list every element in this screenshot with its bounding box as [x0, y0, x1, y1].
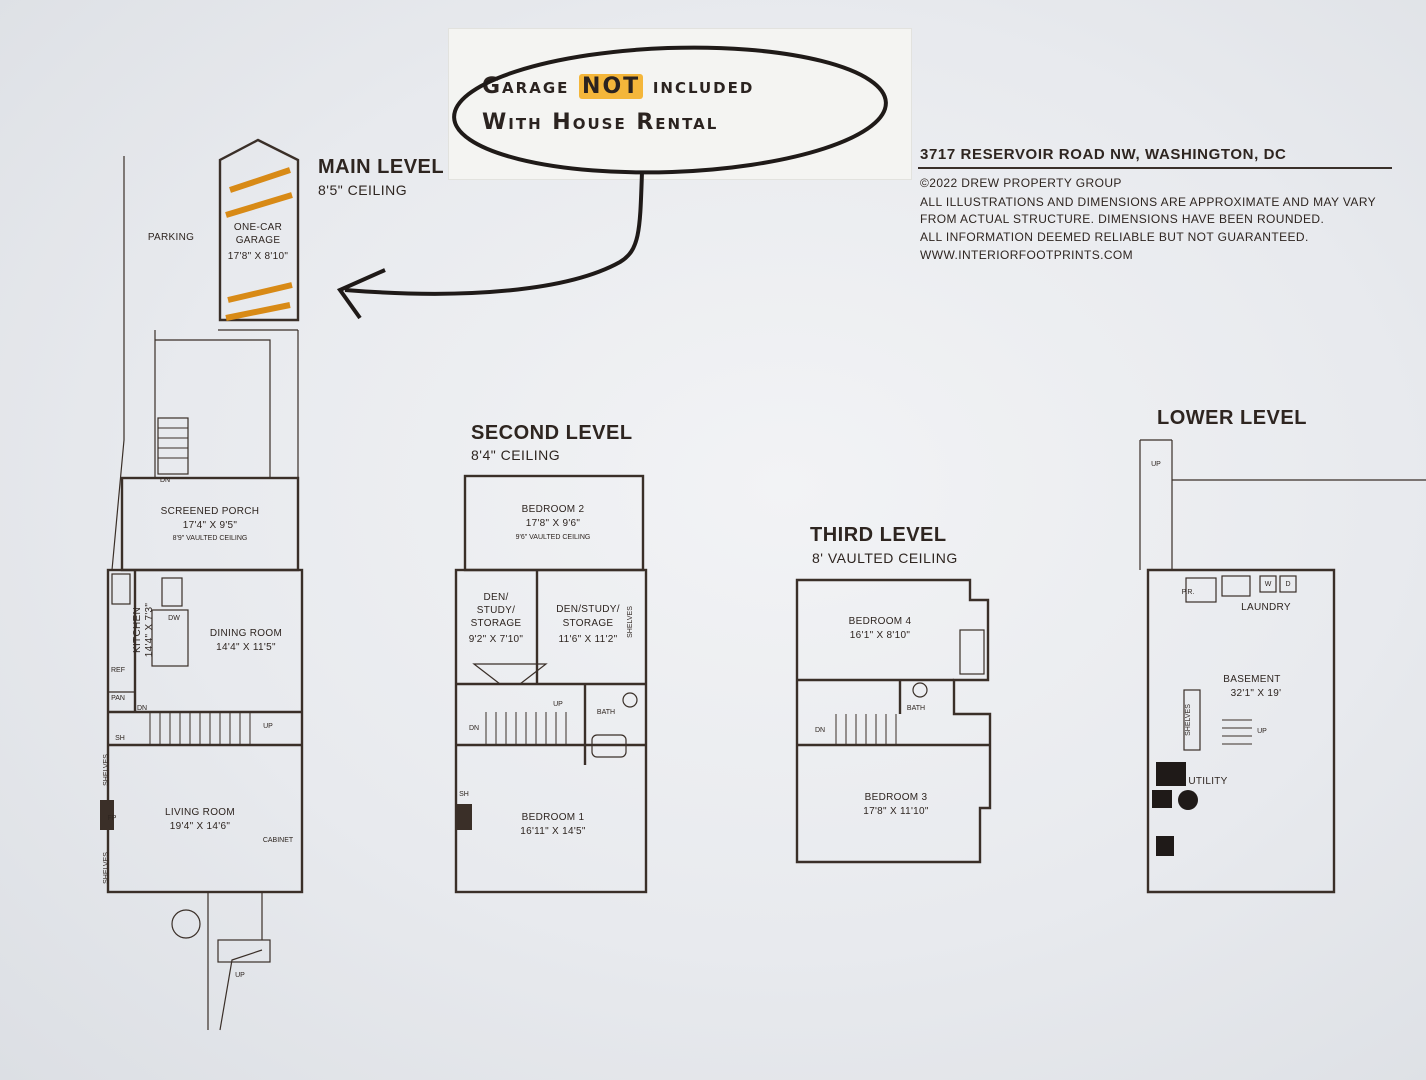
dryer-tag: D	[1285, 581, 1290, 588]
bed4-label: BEDROOM 4	[849, 616, 912, 627]
callout-not-word: NOT	[579, 74, 644, 99]
walk-up-tag: UP	[235, 972, 245, 979]
pr-tag: P.R.	[1182, 589, 1195, 596]
callout-arrowhead	[336, 268, 386, 320]
den2-label-2: STORAGE	[563, 618, 614, 629]
den1-label-3: STORAGE	[471, 618, 522, 629]
second-stair-dn: DN	[469, 725, 479, 732]
porch-stair-dn: DN	[160, 477, 170, 484]
property-address: 3717 RESERVOIR ROAD NW, WASHINGTON, DC	[920, 146, 1287, 163]
callout-line-1: Garage NOT included	[482, 74, 754, 99]
ref-tag: REF	[111, 667, 125, 674]
porch-ceiling: 8'9" VAULTED CEILING	[173, 535, 248, 542]
disclaimer-line-3: ALL INFORMATION DEEMED RELIABLE BUT NOT …	[920, 230, 1309, 244]
copyright-text: ©2022 DREW PROPERTY GROUP	[920, 176, 1122, 190]
bed1-dim: 16'11" X 14'5"	[520, 826, 586, 837]
bed1-label: BEDROOM 1	[522, 812, 585, 823]
main-house-outline	[106, 568, 304, 894]
den1-label-2: STUDY/	[477, 605, 515, 616]
lower-level-plan: UP P.R. W D LAUNDRY BASEMENT 32'1" X 19'…	[1139, 439, 1426, 894]
living-label: LIVING ROOM	[165, 807, 235, 818]
second-shelves-tag: SHELVES	[627, 606, 634, 638]
pan-tag: PAN	[111, 695, 125, 702]
garage-dim: 17'8" X 8'10"	[228, 251, 289, 262]
garage-label-1: ONE-CAR	[234, 222, 282, 233]
callout-line-1-post: included	[643, 74, 755, 99]
bed4-dim: 16'1" X 8'10"	[850, 630, 911, 641]
callout-line-2: With House Rental	[482, 110, 719, 135]
basement-label: BASEMENT	[1223, 674, 1280, 685]
den1-label-1: DEN/	[483, 592, 508, 603]
bed3-label: BEDROOM 3	[865, 792, 928, 803]
dw-tag: DW	[168, 615, 180, 622]
dining-label: DINING ROOM	[210, 628, 282, 639]
den2-label-1: DEN/STUDY/	[556, 604, 620, 615]
den1-dim: 9'2" X 7'10"	[469, 634, 524, 645]
bed2-ceiling: 9'6" VAULTED CEILING	[516, 534, 591, 541]
third-level-title: THIRD LEVEL	[810, 524, 947, 546]
laundry-label: LAUNDRY	[1241, 602, 1291, 613]
lower-stair-up: UP	[1257, 728, 1267, 735]
washer-tag: W	[1265, 581, 1272, 588]
second-level-plan: BEDROOM 2 17'8" X 9'6" 9'6" VAULTED CEIL…	[454, 474, 648, 894]
fp-tag: FP	[108, 815, 117, 822]
lower-shelves-tag: SHELVES	[1185, 704, 1192, 736]
bed2-label: BEDROOM 2	[522, 504, 585, 515]
garage-outline	[218, 138, 300, 322]
cabinet-tag: CABINET	[263, 837, 294, 844]
second-level-title: SECOND LEVEL	[471, 422, 633, 444]
callout-oval	[452, 45, 888, 175]
garage-scribbles	[225, 167, 293, 321]
bed2-dim: 17'8" X 9'6"	[526, 518, 581, 529]
callout-card	[448, 28, 912, 180]
main-sh-tag: SH	[115, 735, 125, 742]
main-level-ceiling: 8'5" CEILING	[318, 182, 408, 198]
kitchen-label: KITCHEN	[132, 607, 143, 653]
disclaimer-line-2: FROM ACTUAL STRUCTURE. DIMENSIONS HAVE B…	[920, 212, 1325, 226]
den2-dim: 11'6" X 11'2"	[559, 634, 618, 645]
second-sh-tag: SH	[459, 791, 469, 798]
lower-exterior-up: UP	[1151, 461, 1161, 468]
second-bath-tag: BATH	[597, 709, 615, 716]
main-stair-up: UP	[263, 723, 273, 730]
third-level-plan: BEDROOM 4 16'1" X 8'10" BEDROOM 3 17'8" …	[795, 578, 992, 864]
third-stair-dn: DN	[815, 727, 825, 734]
living-dim: 19'4" X 14'6"	[170, 821, 231, 832]
main-level-title: MAIN LEVEL	[318, 156, 445, 178]
lower-level-title: LOWER LEVEL	[1157, 407, 1307, 429]
shelves-tag-lower: SHELVES	[103, 852, 110, 884]
basement-dim: 32'1" X 19'	[1231, 688, 1282, 699]
website-link: WWW.INTERIORFOOTPRINTS.COM	[920, 248, 1134, 262]
shelves-tag-upper: SHELVES	[103, 754, 110, 786]
third-level-ceiling: 8' VAULTED CEILING	[812, 550, 958, 566]
second-level-ceiling: 8'4" CEILING	[471, 447, 561, 463]
main-stair-dn: DN	[137, 705, 147, 712]
parking-label: PARKING	[148, 232, 194, 243]
garage-label-2: GARAGE	[236, 235, 281, 246]
address-rule	[918, 167, 1392, 169]
main-level-plan: PARKING ONE-CAR GARAGE 17'8" X 8'10"	[100, 138, 304, 1031]
dining-dim: 14'4" X 11'5"	[216, 642, 276, 653]
kitchen-dim: 14'4" X 7'3"	[144, 603, 155, 658]
utility-label: UTILITY	[1188, 776, 1227, 787]
porch-dim: 17'4" X 9'5"	[183, 520, 238, 531]
porch-label: SCREENED PORCH	[161, 506, 260, 517]
second-stair-up: UP	[553, 701, 563, 708]
third-bath-tag: BATH	[907, 705, 925, 712]
callout-arrow	[344, 171, 644, 296]
disclaimer-line-1: ALL ILLUSTRATIONS AND DIMENSIONS ARE APP…	[920, 195, 1377, 209]
bed3-dim: 17'8" X 11'10"	[863, 806, 929, 817]
